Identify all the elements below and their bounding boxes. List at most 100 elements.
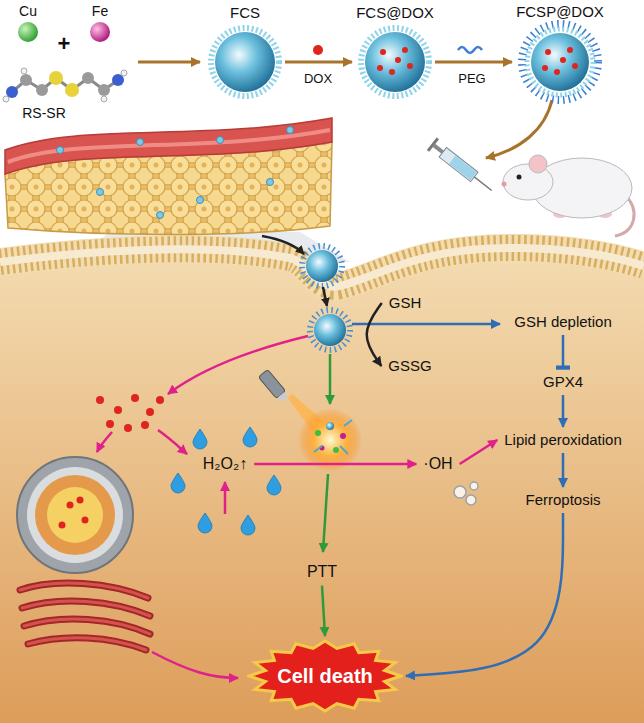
synthesis-arrows xyxy=(138,62,552,158)
precursors-part xyxy=(82,72,94,84)
figure-label: RS-SR xyxy=(22,105,66,122)
cell-interior xyxy=(0,248,644,723)
pathway-arrows-part xyxy=(262,236,304,254)
node-text: H₂O₂↑ xyxy=(203,454,247,473)
pathway-term: H₂O₂↑ xyxy=(199,453,251,474)
laser-part xyxy=(258,369,285,398)
tumor-tissue-part xyxy=(8,130,330,162)
tumor-tissue-part xyxy=(287,127,294,134)
pathway-term: GSH depletion xyxy=(510,312,616,332)
fcsp-dox-particle-part xyxy=(527,29,593,95)
figure-label: + xyxy=(58,31,71,57)
fcs-dox-particle-part xyxy=(395,57,401,63)
fcsp-dox-particle-part xyxy=(567,47,573,53)
fcs-dox-particle-part xyxy=(377,47,413,75)
dox-release-part xyxy=(114,406,122,414)
tumor-tissue-part xyxy=(5,118,332,174)
pathway-arrows xyxy=(97,236,500,678)
precursors-part xyxy=(21,68,27,74)
mouse-part xyxy=(517,175,522,180)
dox-release-part xyxy=(106,420,114,428)
endoplasmic-reticulum-part xyxy=(22,601,150,616)
cell-membrane xyxy=(0,248,644,287)
nanoparticle-part xyxy=(306,250,338,282)
nanoparticle-part xyxy=(302,246,342,286)
dox-release-part xyxy=(131,394,139,402)
pathway-arrow xyxy=(406,513,563,676)
synthesis-arrows-part xyxy=(285,61,352,64)
precursors-part xyxy=(36,84,48,96)
dox-release xyxy=(96,394,164,432)
synthesis-arrows-part xyxy=(486,100,552,158)
tumor-tissue-part xyxy=(217,137,224,144)
h2o2-droplets-part xyxy=(171,473,185,493)
pathway-arrow xyxy=(562,335,565,369)
nanoparticle-part xyxy=(314,314,346,346)
endoplasmic-reticulum-part xyxy=(28,638,146,650)
mouse xyxy=(502,155,635,236)
h2o2-droplets-part xyxy=(243,427,257,447)
fcsp-dox-particle-part xyxy=(545,49,551,55)
syringe-part xyxy=(449,156,476,181)
nucleus-part xyxy=(82,517,89,524)
tumor-tissue-part xyxy=(157,212,164,219)
laser-part xyxy=(258,369,289,403)
endoplasmic-reticulum-part xyxy=(20,583,150,650)
pathway-arrows-part xyxy=(224,482,227,514)
pathway-arrows-part xyxy=(152,652,238,678)
dox-release-part xyxy=(124,424,132,432)
precursors-part xyxy=(121,70,127,76)
precursors-part xyxy=(3,96,9,102)
pathway-term: Lipid peroxidation xyxy=(500,430,626,450)
endoplasmic-reticulum-part xyxy=(24,619,150,634)
endoplasmic-reticulum-part xyxy=(28,638,146,650)
endoplasmic-reticulum-part xyxy=(20,583,148,598)
pathway-arrows-part xyxy=(168,336,308,394)
fcsp-dox-particle xyxy=(522,24,598,100)
h2o2-droplets-part xyxy=(241,515,255,535)
pathway-arrow xyxy=(322,586,325,636)
fcs-dox-particle xyxy=(361,28,429,96)
particle-burst-part xyxy=(314,446,322,452)
laser-part xyxy=(278,392,288,402)
pathway-arrows-part xyxy=(158,430,187,454)
radical-bubbles-part xyxy=(470,482,478,490)
cell-death-burst: Cell death xyxy=(247,639,403,713)
tumor-tissue-part xyxy=(97,189,104,196)
pathway-term: GSSG xyxy=(384,356,435,376)
particle-burst-part xyxy=(344,420,352,426)
nucleus-part xyxy=(59,497,89,529)
nucleus-part xyxy=(17,457,133,573)
mouse-part xyxy=(502,182,507,187)
h2o2-droplets-part xyxy=(267,475,281,495)
nanoparticle xyxy=(302,246,350,350)
syringe xyxy=(427,137,497,196)
fcs-dox-particle-part xyxy=(402,47,408,53)
pathway-arrows-part xyxy=(97,432,112,452)
synthesis-arrows-part xyxy=(138,61,200,64)
figure-label: DOX xyxy=(304,71,332,87)
node-text: ·OH xyxy=(423,454,452,473)
nucleus-part xyxy=(67,502,74,509)
radical-bubbles xyxy=(454,482,478,505)
node-text: Lipid peroxidation xyxy=(504,431,622,449)
precursors-part xyxy=(101,96,107,102)
nucleus-part xyxy=(47,487,103,543)
particle-burst-part xyxy=(315,430,321,436)
endoplasmic-reticulum-part xyxy=(24,619,150,634)
pathway-term: GSH xyxy=(385,293,426,313)
tumor-tissue-part xyxy=(137,139,144,146)
pathway-term: ·OH xyxy=(419,453,456,474)
peg-chain xyxy=(458,47,482,53)
nanoparticle-part xyxy=(310,310,350,350)
precursors-part xyxy=(20,74,32,86)
syringe-part xyxy=(474,177,491,191)
pathway-arrows-part xyxy=(329,354,332,404)
precursors-part xyxy=(18,22,38,42)
fcs-dox-particle-part xyxy=(361,28,429,96)
precursors-part xyxy=(65,83,79,97)
figure-label: Cu xyxy=(19,3,37,20)
pathway-term: PTT xyxy=(303,561,341,582)
